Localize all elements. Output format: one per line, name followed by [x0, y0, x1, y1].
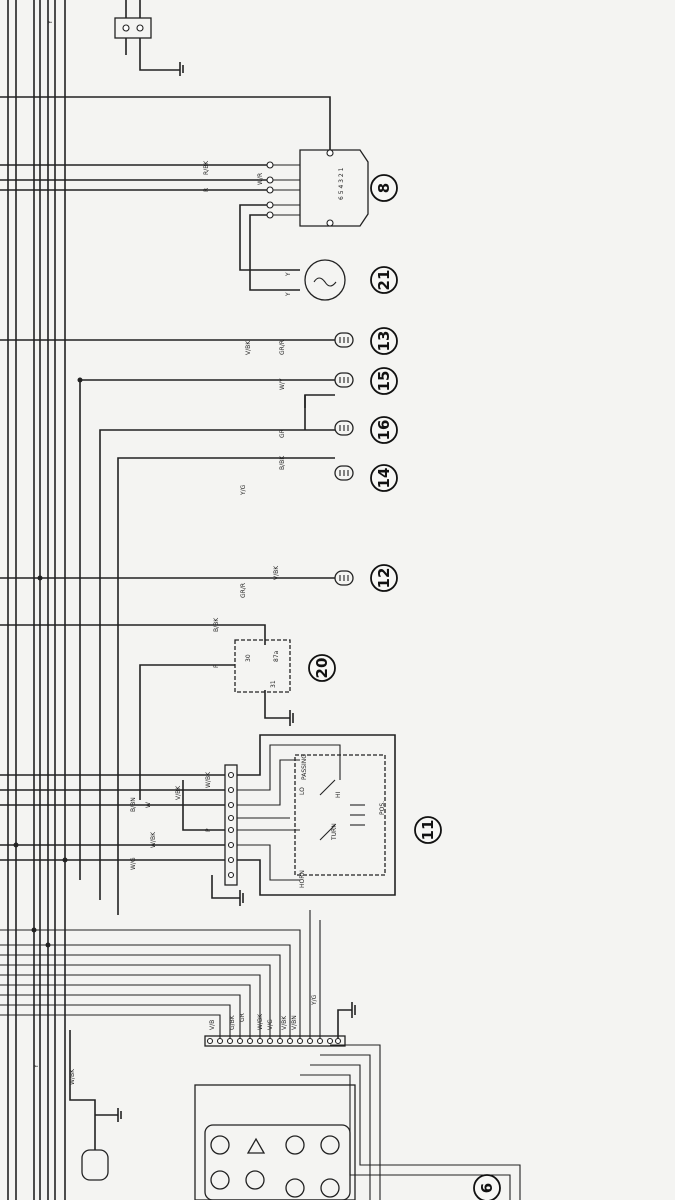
wire-label: V/BK [245, 340, 252, 355]
wire-label: V/B [209, 1020, 216, 1030]
lamp-15: 15 [334, 367, 398, 395]
lamp-14: 14 [334, 464, 398, 492]
lamp-12: 12 [334, 564, 398, 592]
wire-label: P [213, 664, 220, 668]
lamp-16-ref: 16 [375, 420, 393, 441]
wire-label: Y [33, 1064, 40, 1069]
switch-label-pos: POS. [379, 801, 386, 815]
wire-label: GR/R [279, 340, 286, 355]
lamp-16: 16 [304, 394, 398, 444]
wire-labels: R/BK R W/R Y Y V/BK GR/R W/Y GR Y/G B/BK… [33, 20, 318, 1085]
regulator-8: 6 5 4 3 2 1 8 [266, 149, 398, 227]
wire-label: R [203, 188, 210, 192]
wiring-harness [0, 0, 521, 1200]
dashboard-ref: 6 [478, 1183, 496, 1193]
wire-label: W/BK [150, 831, 157, 848]
wire-label: R/BK [203, 160, 210, 175]
wire-label: Y [285, 272, 292, 277]
switch-11: PASSING LO HI TURN HORN POS. 11 [224, 734, 442, 896]
switch-label-hi: HI [335, 791, 342, 798]
wire-label: Y/G [240, 484, 247, 496]
alternator-21: 21 [304, 259, 398, 301]
regulator-pins-label: 6 5 4 3 2 1 [338, 167, 345, 200]
alternator-ref: 21 [375, 270, 393, 291]
wire-label: W/R [257, 173, 264, 185]
wire-label: V/BK [175, 785, 182, 800]
wire-label: W/BK [257, 1013, 264, 1030]
wire-label: W/BK [205, 771, 212, 788]
wire-label: V/BK [273, 565, 280, 580]
relay-20: 87a 30 31 20 [234, 639, 336, 693]
wire-label: GR [279, 429, 286, 438]
wire-label: P [205, 828, 212, 832]
switch-label-horn: HORN [299, 870, 306, 888]
wire-label: B/BK [279, 455, 286, 470]
switch-label-turn: TURN [331, 823, 338, 841]
relay-ref: 20 [313, 658, 331, 679]
wire-label: W [145, 802, 152, 808]
relay-pin-30: 30 [245, 654, 252, 662]
lamp-15-ref: 15 [375, 371, 393, 392]
relay-pin-31: 31 [270, 680, 277, 688]
regulator-ref: 8 [375, 183, 393, 193]
lamp-13: 13 [334, 327, 398, 355]
wire-label: W/G [130, 857, 137, 870]
lamp-14-ref: 14 [375, 468, 393, 489]
wire-label: GR/R [240, 583, 247, 598]
switch-label-passing: PASSING [301, 754, 308, 780]
lamp-13-ref: 13 [375, 331, 393, 352]
wire-label: B/BK [213, 617, 220, 632]
wire-label: GR [239, 1013, 246, 1022]
switch-label-lo: LO [299, 787, 306, 795]
wire-label: V/G [267, 1019, 274, 1030]
relay-pin-87a: 87a [273, 650, 280, 662]
wire-label: Y/G [311, 994, 318, 1006]
wire-label: V/BK [281, 1015, 288, 1030]
wire-label: B/BN [130, 797, 137, 812]
wire-label: G/BK [229, 1014, 236, 1030]
wire-label: V/BN [291, 1015, 298, 1030]
wire-label: Y [285, 292, 292, 297]
wire-label: W/Y [279, 378, 286, 390]
lamp-12-ref: 12 [375, 568, 393, 589]
switch-ref: 11 [419, 820, 437, 841]
wire-label: W/BK [69, 1068, 76, 1085]
wire-label: Y [47, 20, 54, 25]
dashboard-6: 6 [194, 1035, 501, 1200]
